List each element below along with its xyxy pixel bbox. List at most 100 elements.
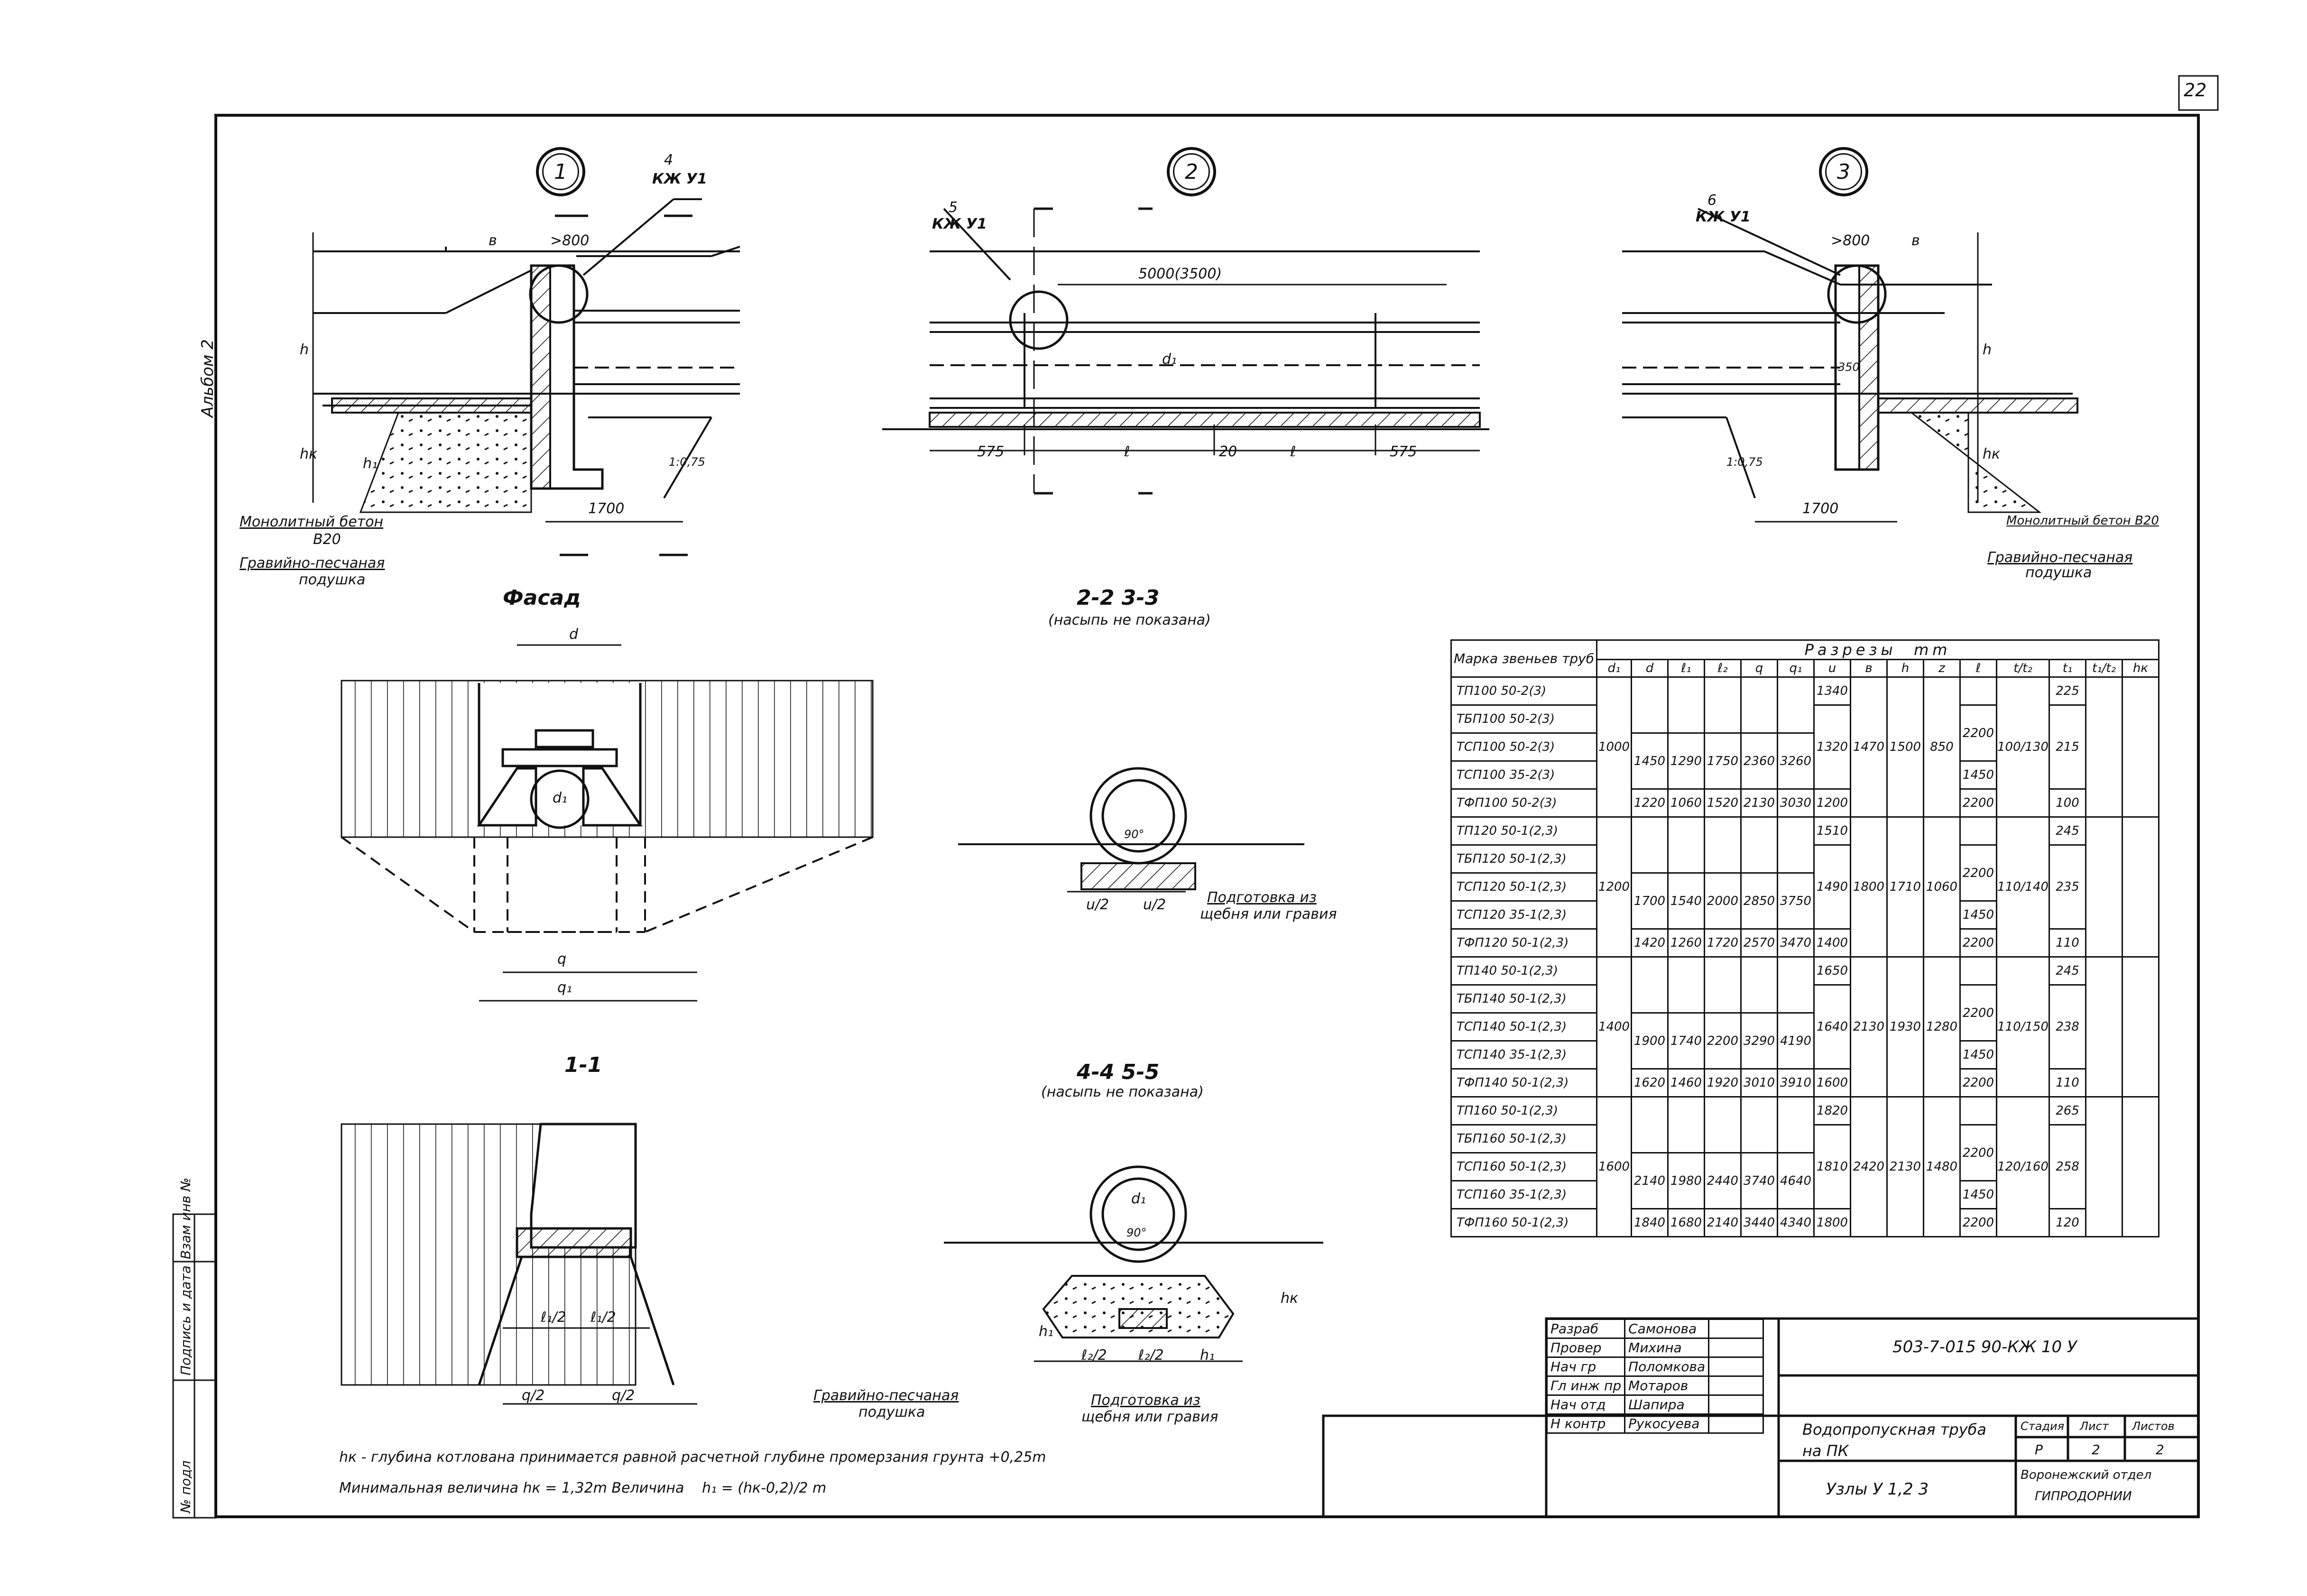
stamp-signature: [1708, 1375, 1764, 1396]
table-cell: 2440: [1704, 1152, 1742, 1209]
s44-dim-l22b: ℓ₂/2: [1138, 1347, 1164, 1364]
table-cell: [1959, 816, 1997, 846]
table-cell: 1540: [1667, 872, 1705, 930]
table-cell: 1710: [1886, 816, 1924, 958]
column-header: z: [1923, 659, 1961, 678]
table-row: ТСП140 35-1(2,3)1450: [1450, 1040, 2159, 1070]
s44-dim-h1b: h₁: [1200, 1347, 1215, 1364]
table-row: ТСП120 35-1(2,3)1450: [1450, 900, 2159, 930]
table-cell: 1800: [1850, 816, 1888, 958]
n3-slope: 1:0,75: [1726, 455, 1763, 469]
table-cell: ТСП120 50-1(2,3): [1450, 872, 1597, 902]
n2-dim-5000: 5000(3500): [1138, 266, 1222, 282]
section-1-1-drawing: [341, 1123, 697, 1405]
s44-prep-1: Подготовка из: [1091, 1392, 1200, 1409]
table-cell: 1060: [1923, 816, 1961, 958]
n3-gravel-1: Гравийно-песчаная: [1987, 549, 2133, 566]
stamp-role: Разраб: [1546, 1319, 1626, 1339]
column-header: в: [1850, 659, 1888, 678]
table-cell: 245: [2049, 956, 2087, 986]
sheet-title-1: Водопропускная труба: [1802, 1421, 1987, 1439]
n3-dim-350: 350: [1838, 360, 1860, 374]
section-44-note: (насыпь не показана): [1041, 1084, 1204, 1100]
stamp-name: Самонова: [1624, 1319, 1710, 1339]
section-22-title: 2-2 3-3: [1077, 586, 1160, 610]
table-cell: [1959, 956, 1997, 986]
table-cell: 1450: [1959, 900, 1997, 930]
node-3-marker: 3: [1819, 147, 1868, 196]
table-cell: [2122, 816, 2160, 958]
n2-dim-l2: ℓ: [1290, 443, 1296, 460]
table-cell: 2200: [1959, 1068, 1997, 1098]
table-cell: 2200: [1959, 928, 1997, 958]
table-cell: 1200: [1596, 816, 1632, 958]
table-cell: 110/140: [1995, 816, 2050, 958]
table-cell: 2360: [1740, 732, 1778, 790]
s11-dim-q2b: q/2: [612, 1387, 635, 1404]
table-cell: [1704, 956, 1742, 1014]
table-cell: 1320: [1813, 704, 1851, 790]
facade-dim-q1: q₁: [557, 979, 572, 996]
table-cell: ТБП120 50-1(2,3): [1450, 844, 1597, 874]
n1-gravel-1: Гравийно-песчаная: [240, 555, 385, 572]
table-cell: 100: [2049, 788, 2087, 818]
s11-dim-l1b: ℓ₁/2: [591, 1309, 616, 1326]
node-1-ref-sheet: КЖ У1: [652, 171, 707, 187]
s44-dim-hk: hк: [1281, 1290, 1299, 1307]
n3-dim-1700: 1700: [1802, 500, 1839, 517]
table-cell: [2085, 956, 2123, 1098]
table-cell: 245: [2049, 816, 2087, 846]
node-3-ref-sheet: КЖ У1: [1696, 209, 1751, 225]
table-cell: 1460: [1667, 1068, 1705, 1098]
table-cell: [1959, 676, 1997, 706]
table-cell: [1631, 676, 1669, 734]
stamp-signature: [1708, 1338, 1764, 1358]
node-2-marker: 2: [1167, 147, 1216, 196]
n1-dim-h1: h₁: [363, 455, 378, 472]
sheet-value: 2: [2092, 1442, 2100, 1458]
n2-dim-575b: 575: [1390, 443, 1417, 460]
stamp-signature: [1708, 1319, 1764, 1339]
table-cell: 2200: [1704, 1012, 1742, 1070]
table-cell: 1260: [1667, 928, 1705, 958]
column-header: t₁/t₂: [2085, 659, 2123, 678]
table-cell: [1777, 1096, 1815, 1153]
table-cell: [1667, 676, 1705, 734]
table-cell: [1704, 1096, 1742, 1153]
table-cell: 2140: [1704, 1208, 1742, 1237]
table-cell: 120/160: [1995, 1096, 2050, 1237]
table-cell: ТСП100 50-2(3): [1450, 732, 1597, 762]
table-cell: [1740, 1096, 1778, 1153]
table-cell: 265: [2049, 1096, 2087, 1126]
node-1-marker: 1: [536, 147, 585, 196]
table-cell: 1510: [1813, 816, 1851, 846]
table-cell: 2200: [1959, 788, 1997, 818]
column-header: d₁: [1596, 659, 1632, 678]
sheet-name: Узлы У 1,2 3: [1826, 1480, 1929, 1499]
table-cell: [1777, 956, 1815, 1014]
table-cell: 238: [2049, 984, 2087, 1070]
table-cell: 4190: [1777, 1012, 1815, 1070]
node-2-ref-sheet: КЖ У1: [932, 216, 987, 232]
table-cell: ТП100 50-2(3): [1450, 676, 1597, 706]
table-cell: [2122, 956, 2160, 1098]
table-cell: 100/130: [1995, 676, 2050, 818]
table-cell: 3290: [1740, 1012, 1778, 1070]
section-2-2-drawing: [958, 767, 1304, 893]
table-cell: 1750: [1704, 732, 1742, 790]
table-cell: ТФП100 50-2(3): [1450, 788, 1597, 818]
n2-dim-l1: ℓ: [1124, 443, 1130, 460]
table-cell: 1480: [1923, 1096, 1961, 1237]
table-cell: 3010: [1740, 1068, 1778, 1098]
node-2-drawing: [882, 207, 1489, 495]
column-header: h: [1886, 659, 1924, 678]
sheet-code: 503-7-015 90-КЖ 10 У: [1892, 1338, 2077, 1356]
